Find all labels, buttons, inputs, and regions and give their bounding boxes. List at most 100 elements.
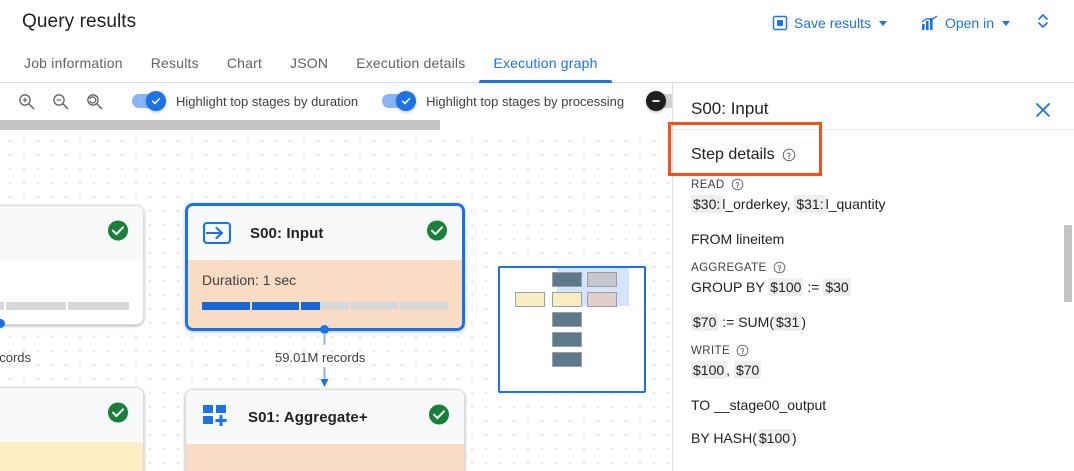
- node-duration: [0, 272, 129, 288]
- line-text: GROUP BY: [691, 279, 769, 295]
- node-title: S00: Input: [250, 224, 324, 242]
- graph-node-partial-bottom[interactable]: [0, 387, 144, 471]
- minimap-node: [552, 332, 582, 347]
- edge-arrow-partial: [0, 367, 12, 393]
- save-results-button[interactable]: Save results: [764, 9, 895, 37]
- horizontal-scrollbar[interactable]: [0, 119, 672, 131]
- line-text: l_quantity: [825, 196, 886, 212]
- progress-segment: [400, 302, 448, 310]
- line-text: := SUM(: [718, 314, 774, 330]
- variable-ref: $100: [756, 429, 793, 447]
- page-header: Query results Save results Ope: [0, 0, 1074, 46]
- step-details-label: Step details: [691, 146, 775, 163]
- help-circle-icon[interactable]: [773, 261, 786, 274]
- zoom-out-icon: [52, 93, 68, 109]
- node-header: S00: Input: [188, 206, 462, 260]
- open-in-button[interactable]: Open in: [913, 9, 1018, 37]
- open-in-label: Open in: [944, 15, 994, 31]
- progress-segment: [202, 302, 250, 310]
- toggle-switch-processing[interactable]: [382, 91, 417, 111]
- page-title: Query results: [22, 11, 137, 32]
- check-icon: [396, 91, 417, 111]
- line-text: ): [792, 430, 797, 446]
- minimap-node: [552, 292, 582, 307]
- minimap-node: [515, 292, 545, 307]
- section-line: $70 := SUM($31): [691, 313, 1050, 331]
- section-line: TO __stage00_output: [691, 397, 1050, 413]
- panel-scrollbar-thumb[interactable]: [1064, 225, 1072, 302]
- minimap-node: [587, 292, 617, 307]
- toggle-label-duration: Highlight top stages by duration: [176, 93, 359, 109]
- minimap-node: [552, 272, 582, 287]
- graph-node-s01-aggregate[interactable]: S01: Aggregate+: [185, 389, 465, 471]
- horizontal-scrollbar-thumb[interactable]: [0, 120, 440, 130]
- progress-segment: [350, 302, 399, 310]
- help-circle-icon[interactable]: [736, 344, 749, 357]
- graph-node-partial-top[interactable]: [0, 205, 144, 325]
- tab-results[interactable]: Results: [150, 55, 199, 71]
- node-title: S01: Aggregate+: [248, 408, 368, 426]
- progress-segment: [68, 302, 130, 310]
- step-details-heading: Step details: [691, 146, 1050, 164]
- chevron-down-icon: [878, 20, 887, 26]
- variable-ref: $70: [691, 313, 719, 331]
- node-header: S01: Aggregate+: [186, 390, 464, 444]
- graph-node-s00-input[interactable]: S00: Input Duration: 1 sec: [185, 203, 465, 331]
- toggle-switch-duration[interactable]: [132, 91, 166, 111]
- line-text: :=: [803, 279, 824, 295]
- zoom-controls: [0, 87, 108, 115]
- node-body: Duration: 1 sec: [188, 260, 462, 328]
- section-line: FROM lineitem: [691, 231, 1050, 247]
- edge-connector-dot: [320, 325, 329, 334]
- help-circle-icon[interactable]: [782, 148, 796, 162]
- progress-segment: [301, 302, 349, 310]
- execution-graph-canvas[interactable]: ecords S00: Input: [0, 119, 672, 471]
- help-circle-icon[interactable]: [731, 178, 744, 191]
- graph-minimap[interactable]: [498, 266, 646, 393]
- expand-collapse-button[interactable]: [1018, 6, 1060, 41]
- node-header: [0, 206, 143, 260]
- variable-ref: $100: [691, 361, 727, 379]
- panel-body: Step details READ$30:l_orderkey, $31:l_q…: [673, 130, 1074, 471]
- step-details-panel: S00: Input Step details READ$30:l_orderk…: [672, 83, 1074, 471]
- edge-label-records: 59.01M records: [275, 350, 366, 365]
- panel-divider: [673, 129, 1074, 130]
- section-label-text: WRITE: [691, 344, 731, 357]
- success-check-icon: [107, 220, 129, 247]
- edge-label-partial: ecords: [0, 350, 32, 365]
- line-text: ): [801, 314, 807, 330]
- zoom-reset-button[interactable]: [80, 87, 108, 115]
- tab-chart[interactable]: Chart: [226, 55, 263, 71]
- tab-execution-details[interactable]: Execution details: [356, 55, 466, 71]
- header-actions: Save results Open in: [764, 0, 1060, 46]
- minimap-node: [552, 312, 582, 327]
- zoom-out-button[interactable]: [46, 87, 74, 115]
- tab-json[interactable]: JSON: [290, 55, 329, 71]
- section-line: $100, $70: [691, 360, 1050, 380]
- progress-segment: [0, 302, 4, 310]
- toggle-label-processing: Highlight top stages by processing: [426, 93, 625, 109]
- section-label-text: READ: [691, 178, 725, 191]
- line-text: FROM lineitem: [691, 231, 785, 247]
- toggle-highlight-processing[interactable]: Highlight top stages by processing: [382, 91, 625, 111]
- section-line: BY HASH($100): [691, 429, 1050, 447]
- tab-job-information[interactable]: Job information: [24, 55, 123, 71]
- zoom-in-icon: [18, 93, 34, 109]
- variable-ref: $30:: [691, 195, 723, 213]
- close-icon[interactable]: [1032, 99, 1054, 121]
- node-progress-bar: [202, 302, 448, 310]
- success-check-icon: [107, 402, 129, 429]
- bar-chart-icon: [921, 15, 939, 31]
- panel-title: S00: Input: [691, 99, 769, 118]
- line-text: TO __stage00_output: [691, 397, 827, 413]
- zoom-in-button[interactable]: [12, 87, 40, 115]
- tab-execution-graph[interactable]: Execution graph: [479, 55, 612, 83]
- section-label-write: WRITE: [691, 344, 1050, 357]
- section-label-aggregate: AGGREGATE: [691, 261, 1050, 274]
- section-label-text: AGGREGATE: [691, 261, 767, 274]
- node-body: [0, 442, 143, 471]
- variable-ref: $31: [773, 313, 802, 331]
- node-header: [0, 388, 143, 442]
- toggle-highlight-duration[interactable]: Highlight top stages by duration: [132, 91, 359, 111]
